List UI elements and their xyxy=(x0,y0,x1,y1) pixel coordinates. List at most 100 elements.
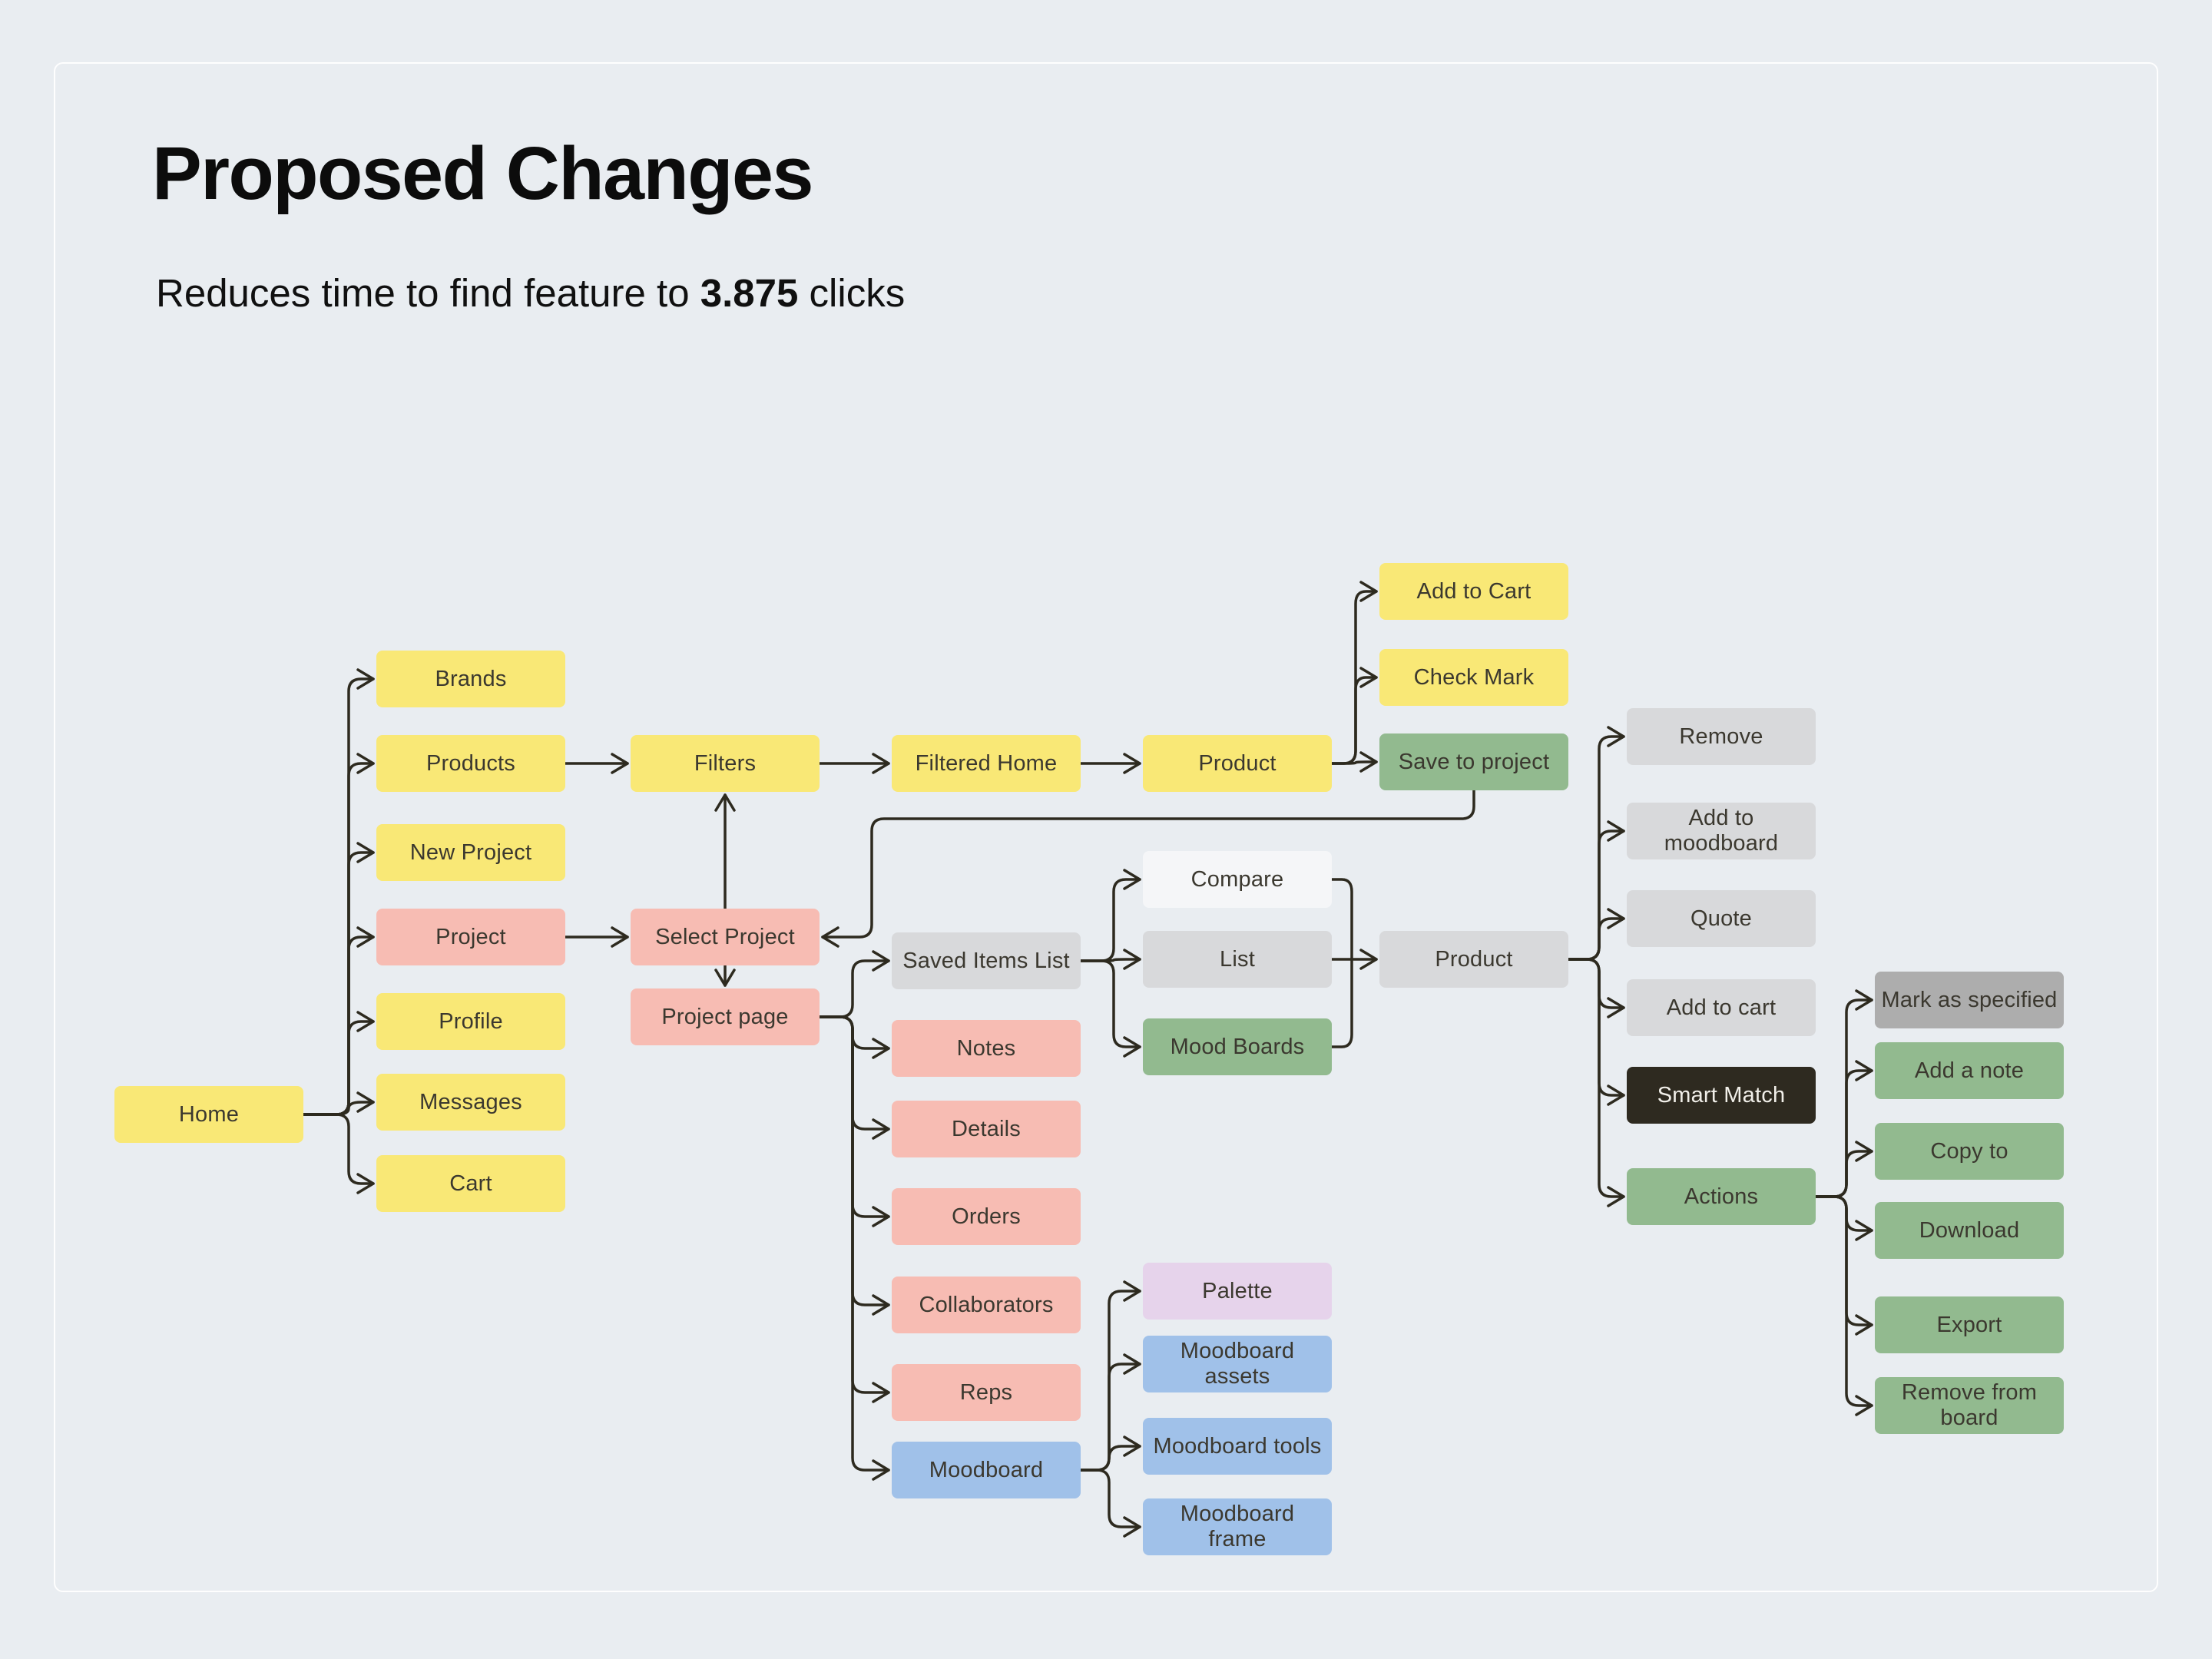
node-project-page[interactable]: Project page xyxy=(631,988,820,1045)
node-label: Orders xyxy=(952,1204,1021,1229)
node-label: Quote xyxy=(1690,906,1752,931)
node-add-a-note[interactable]: Add a note xyxy=(1875,1042,2064,1099)
node-messages[interactable]: Messages xyxy=(376,1074,565,1131)
page-title: Proposed Changes xyxy=(152,131,813,215)
edge-project-page-details xyxy=(818,1015,890,1131)
node-home[interactable]: Home xyxy=(114,1086,303,1143)
edge-select-project-filters-arrowhead xyxy=(714,793,736,812)
node-brands[interactable]: Brands xyxy=(376,651,565,707)
edge-project-page-moodboard-arrowhead xyxy=(872,1459,890,1481)
node-label: Moodboard frame xyxy=(1180,1502,1295,1551)
node-label: Download xyxy=(1919,1217,2020,1243)
page-subtitle: Reduces time to find feature to 3.875 cl… xyxy=(156,270,905,316)
node-notes[interactable]: Notes xyxy=(892,1020,1081,1077)
node-orders[interactable]: Orders xyxy=(892,1188,1081,1245)
node-quote[interactable]: Quote xyxy=(1627,890,1816,947)
node-save-to-project[interactable]: Save to project xyxy=(1379,733,1568,790)
edge-filters-filtered-home-arrowhead xyxy=(872,753,890,774)
node-select-project[interactable]: Select Project xyxy=(631,909,820,965)
node-smart-match[interactable]: Smart Match xyxy=(1627,1067,1816,1124)
node-label: Saved Items List xyxy=(902,948,1070,973)
node-label: Add a note xyxy=(1914,1058,2025,1083)
edge-home-brands xyxy=(302,677,375,1116)
edge-saved-items-list-compare xyxy=(1079,878,1141,962)
node-add-to-cart[interactable]: Add to Cart xyxy=(1379,563,1568,620)
node-label: Mood Boards xyxy=(1170,1034,1305,1059)
node-label: Products xyxy=(426,750,516,776)
node-copy-to[interactable]: Copy to xyxy=(1875,1123,2064,1180)
node-label: Messages xyxy=(419,1089,522,1114)
node-label: Profile xyxy=(439,1008,503,1034)
edge-moodboard-moodboard-tools-arrowhead xyxy=(1123,1435,1141,1457)
edge-product-2-actions xyxy=(1567,958,1625,1198)
node-filtered-home[interactable]: Filtered Home xyxy=(892,735,1081,792)
node-label: Project page xyxy=(661,1004,789,1029)
edge-project-page-moodboard xyxy=(818,1015,890,1472)
node-mark-as-specified[interactable]: Mark as specified xyxy=(1875,972,2064,1028)
node-profile[interactable]: Profile xyxy=(376,993,565,1050)
edge-project-page-details-arrowhead xyxy=(872,1118,890,1140)
node-label: Reps xyxy=(959,1379,1013,1405)
node-details[interactable]: Details xyxy=(892,1101,1081,1157)
edge-product-2-remove-arrowhead xyxy=(1607,726,1625,747)
edge-mood-boards-product-2 xyxy=(1330,958,1353,1048)
node-check-mark[interactable]: Check Mark xyxy=(1379,649,1568,706)
node-label: Add to cart xyxy=(1666,995,1777,1020)
edge-home-profile xyxy=(302,1020,375,1116)
node-moodboard-frame[interactable]: Moodboard frame xyxy=(1143,1498,1332,1555)
edge-home-cart xyxy=(302,1113,375,1185)
edge-product-1-save-to-project xyxy=(1330,760,1378,765)
node-label: Smart Match xyxy=(1657,1082,1786,1108)
node-filters[interactable]: Filters xyxy=(631,735,820,792)
node-label: Remove xyxy=(1679,724,1763,749)
node-export[interactable]: Export xyxy=(1875,1296,2064,1353)
node-reps[interactable]: Reps xyxy=(892,1364,1081,1421)
node-label: Compare xyxy=(1190,866,1284,892)
node-label: Export xyxy=(1936,1312,2002,1337)
edge-product-2-remove xyxy=(1567,735,1625,961)
node-label: List xyxy=(1220,946,1255,972)
edge-product-2-add-to-cart-2 xyxy=(1567,958,1625,1009)
edge-project-page-saved-items-list xyxy=(818,959,890,1018)
node-saved-items-list[interactable]: Saved Items List xyxy=(892,932,1081,989)
edge-home-project-arrowhead xyxy=(356,926,375,948)
node-mood-boards[interactable]: Mood Boards xyxy=(1143,1018,1332,1075)
node-moodboard-tools[interactable]: Moodboard tools xyxy=(1143,1418,1332,1475)
node-label: Cart xyxy=(449,1171,492,1196)
node-label: Select Project xyxy=(655,924,795,949)
node-download[interactable]: Download xyxy=(1875,1202,2064,1259)
edge-product-2-add-to-moodboard-arrowhead xyxy=(1607,820,1625,842)
node-moodboard[interactable]: Moodboard xyxy=(892,1442,1081,1498)
node-label: Collaborators xyxy=(919,1292,1054,1317)
node-remove[interactable]: Remove xyxy=(1627,708,1816,765)
edge-actions-download-arrowhead xyxy=(1855,1220,1873,1241)
node-list[interactable]: List xyxy=(1143,931,1332,988)
node-remove-from-board[interactable]: Remove from board xyxy=(1875,1377,2064,1434)
edge-project-page-reps xyxy=(818,1015,890,1394)
node-cart[interactable]: Cart xyxy=(376,1155,565,1212)
node-product-1[interactable]: Product xyxy=(1143,735,1332,792)
node-add-to-moodboard[interactable]: Add to moodboard xyxy=(1627,803,1816,859)
subtitle-text-suffix: clicks xyxy=(798,271,906,315)
edge-save-to-project-select-project xyxy=(821,789,1475,939)
node-product-2[interactable]: Product xyxy=(1379,931,1568,988)
edge-project-page-collaborators-arrowhead xyxy=(872,1294,890,1316)
node-palette[interactable]: Palette xyxy=(1143,1263,1332,1320)
subtitle-metric: 3.875 xyxy=(700,271,799,315)
edge-home-new-project-arrowhead xyxy=(356,842,375,863)
node-new-project[interactable]: New Project xyxy=(376,824,565,881)
node-collaborators[interactable]: Collaborators xyxy=(892,1277,1081,1333)
edge-home-project xyxy=(302,935,375,1116)
node-actions[interactable]: Actions xyxy=(1627,1168,1816,1225)
node-moodboard-assets[interactable]: Moodboard assets xyxy=(1143,1336,1332,1392)
node-label: Add to Cart xyxy=(1416,578,1532,604)
subtitle-text: Reduces time to find feature to xyxy=(156,271,700,315)
node-label: Filters xyxy=(694,750,757,776)
node-products[interactable]: Products xyxy=(376,735,565,792)
edge-home-profile-arrowhead xyxy=(356,1011,375,1032)
node-project[interactable]: Project xyxy=(376,909,565,965)
node-compare[interactable]: Compare xyxy=(1143,851,1332,908)
node-add-to-cart-2[interactable]: Add to cart xyxy=(1627,979,1816,1036)
node-label: Copy to xyxy=(1930,1138,2008,1164)
